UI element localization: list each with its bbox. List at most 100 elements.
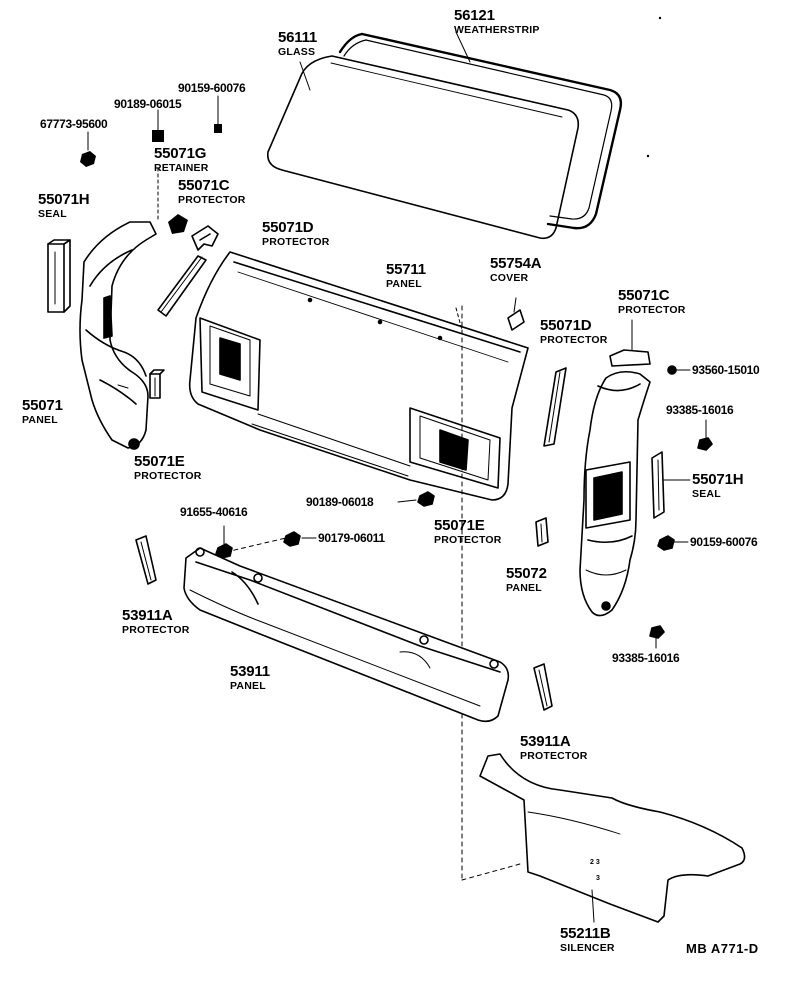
protector-55071d-right-part	[543, 367, 567, 447]
protector-55071d-right-name: PROTECTOR	[540, 334, 608, 346]
retainer-part	[157, 167, 188, 234]
clip-90189-top	[152, 109, 164, 142]
cover-55754a-number: 55754A	[490, 255, 542, 272]
protector-55071c-left-name: PROTECTOR	[178, 194, 246, 206]
protector-53911a-left-name: PROTECTOR	[122, 624, 190, 636]
label-seal-55071h-right: 55071H SEAL	[692, 471, 744, 500]
seal-55071h-right-number: 55071H	[692, 471, 744, 488]
seal-55071h-right-name: SEAL	[692, 488, 721, 500]
label-screw-93385-lower: 93385-16016	[612, 651, 680, 665]
label-protector-55071d-right: 55071D PROTECTOR	[540, 318, 608, 346]
panel-55071-part	[79, 221, 157, 450]
screw-93385-upper	[697, 419, 713, 451]
protector-55071e-right-number: 55071E	[434, 517, 485, 534]
label-protector-55071e-right: 55071E PROTECTOR	[434, 518, 502, 546]
protector-55071e-left-number: 55071E	[134, 453, 185, 470]
silencer-number: 55211B	[560, 925, 611, 942]
cover-55754a-name: COVER	[490, 272, 529, 284]
label-protector-55071c-right: 55071C PROTECTOR	[618, 288, 686, 316]
protector-55071c-left-part	[191, 225, 219, 251]
weatherstrip-number: 56121	[454, 7, 495, 24]
label-clip-90189-top: 90189-06015	[114, 97, 182, 111]
label-panel-55072: 55072 PANEL	[506, 566, 547, 594]
protector-55071d-left-number: 55071D	[262, 219, 314, 236]
protector-53911a-left-part	[135, 535, 157, 585]
panel-55711-part	[188, 251, 529, 501]
protector-55071c-right-name: PROTECTOR	[618, 304, 686, 316]
label-retainer: 55071G RETAINER	[154, 146, 209, 174]
panel-55711-number: 55711	[386, 261, 426, 278]
weatherstrip-name: WEATHERSTRIP	[454, 24, 540, 36]
svg-text:3: 3	[596, 875, 600, 882]
protector-55071e-left-name: PROTECTOR	[134, 470, 202, 482]
nut-91655	[215, 525, 233, 559]
retainer-number: 55071G	[154, 145, 207, 162]
screw-93385-lower	[649, 625, 665, 649]
seal-55071h-left-number: 55071H	[38, 191, 90, 208]
seal-55071h-right-part	[651, 451, 691, 519]
label-protector-53911a-right: 53911A PROTECTOR	[520, 734, 588, 762]
panel-55071-number: 55071	[22, 397, 63, 414]
panel-55071-name: PANEL	[22, 414, 58, 426]
protector-55071e-right-part	[535, 517, 549, 547]
bolt-90159-top	[214, 95, 222, 133]
protector-55071c-right-number: 55071C	[618, 287, 670, 304]
nut-67773	[80, 131, 96, 167]
label-protector-55071e-left: 55071E PROTECTOR	[134, 454, 202, 482]
protector-55071d-right-number: 55071D	[540, 317, 592, 334]
panel-55072-number: 55072	[506, 565, 547, 582]
protector-53911a-right-number: 53911A	[520, 733, 571, 750]
label-silencer: 55211B SILENCER	[560, 926, 615, 954]
protector-55071d-left-part	[157, 255, 207, 317]
protector-53911a-right-part	[533, 663, 553, 711]
glass-name: GLASS	[278, 46, 316, 58]
glass-number: 56111	[278, 29, 318, 46]
label-bolt-90159-top: 90159-60076	[178, 81, 246, 95]
label-cover-55754a: 55754A COVER	[490, 255, 542, 284]
label-nut-91655: 91655-40616	[180, 505, 248, 519]
panel-55072-part	[579, 370, 651, 617]
protector-53911a-left-number: 53911A	[122, 607, 173, 624]
label-protector-55071c-left: 55071C PROTECTOR	[178, 178, 246, 206]
label-seal-55071h-left: 55071H SEAL	[38, 191, 90, 220]
clip-90189-06018	[397, 491, 435, 507]
protector-55071e-right-name: PROTECTOR	[434, 534, 502, 546]
label-screw-93385-upper: 93385-16016	[666, 403, 734, 417]
label-clip-90189-06018: 90189-06018	[306, 495, 374, 509]
seal-55071h-left-name: SEAL	[38, 208, 67, 220]
label-clip-90179: 90179-06011	[318, 531, 385, 545]
clip-90179	[283, 531, 317, 547]
glass-part	[266, 55, 580, 240]
cover-55754a-part	[507, 297, 525, 331]
label-panel-55711: 55711 PANEL	[386, 262, 426, 290]
svg-text:2 3: 2 3	[590, 859, 600, 866]
silencer-part: 2 3 3	[479, 753, 746, 923]
panel-53911-number: 53911	[230, 663, 270, 680]
label-protector-55071d-left: 55071D PROTECTOR	[262, 220, 330, 248]
label-protector-53911a-left: 53911A PROTECTOR	[122, 608, 190, 636]
protector-55071e-left-part	[149, 369, 165, 399]
protector-55071d-left-name: PROTECTOR	[262, 236, 330, 248]
bolt-90159-right	[657, 535, 689, 551]
panel-55072-name: PANEL	[506, 582, 542, 594]
protector-55071c-right-part	[609, 319, 651, 367]
label-bolt-90159-right: 90159-60076	[690, 535, 758, 549]
panel-53911-part	[183, 547, 510, 723]
silencer-name: SILENCER	[560, 942, 615, 954]
label-panel-55071: 55071 PANEL	[22, 398, 63, 426]
label-weatherstrip: 56121 WEATHERSTRIP	[454, 8, 540, 36]
panel-55711-name: PANEL	[386, 278, 422, 290]
label-glass: 56111 GLASS	[278, 30, 317, 58]
panel-53911-name: PANEL	[230, 680, 266, 692]
label-nut-67773: 67773-95600	[40, 117, 108, 131]
protector-53911a-right-name: PROTECTOR	[520, 750, 588, 762]
protector-55071c-left-number: 55071C	[178, 177, 230, 194]
retainer-name: RETAINER	[154, 162, 209, 174]
seal-55071h-left-part	[47, 239, 71, 313]
drawing-code: MB A771-D	[686, 941, 759, 956]
screw-93560	[667, 365, 691, 375]
weatherstrip-part	[338, 32, 623, 230]
label-screw-93560: 93560-15010	[692, 363, 760, 377]
